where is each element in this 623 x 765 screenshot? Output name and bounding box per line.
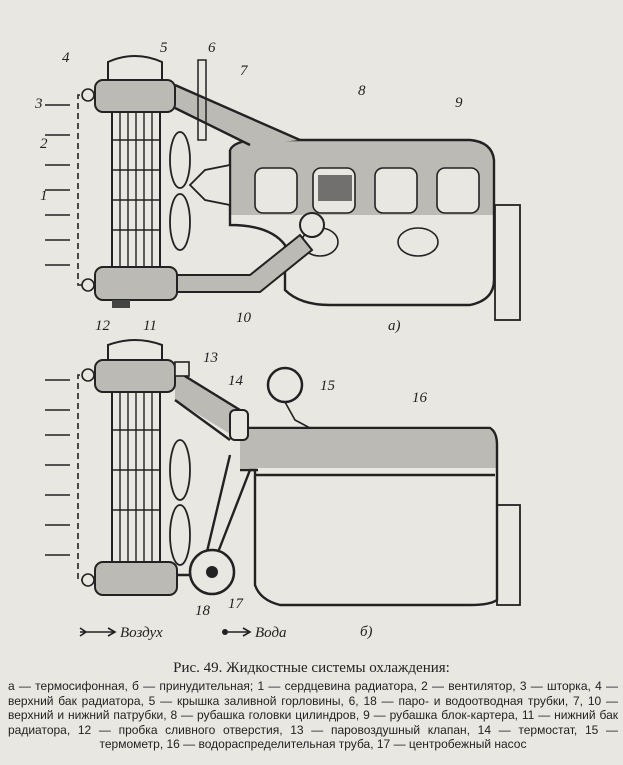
engine-block [228, 150, 496, 307]
steam-air-valve [174, 361, 190, 377]
legend-water: Вода [255, 625, 287, 641]
callout-16: 16 [412, 390, 428, 406]
diagram-b-forced: 13 14 15 16 17 18 б) [45, 339, 521, 640]
callout-8: 8 [358, 83, 366, 99]
callout-9: 9 [455, 95, 463, 111]
callout-7: 7 [240, 63, 249, 79]
cylinder-head-jacket-b [240, 430, 497, 468]
figure-caption: а — термосифонная, б — принудительная; 1… [8, 679, 618, 751]
upper-tank [94, 79, 176, 113]
callout-5: 5 [160, 40, 168, 56]
callout-10: 10 [236, 310, 252, 326]
callout-6: 6 [208, 40, 216, 56]
callout-2: 2 [40, 136, 48, 152]
lower-tank [94, 266, 178, 301]
legend-air: Воздух [120, 625, 163, 641]
panel-b-label: б) [360, 624, 373, 640]
lower-hose [176, 233, 314, 293]
legend: Воздух Вода [79, 625, 287, 641]
air-arrows-b [45, 379, 70, 556]
callout-17: 17 [228, 596, 245, 612]
air-arrows-a [45, 104, 70, 266]
flywheel-housing-b [496, 504, 521, 606]
callout-13: 13 [203, 350, 218, 366]
callout-15: 15 [320, 378, 336, 394]
panel-a-label: а) [388, 318, 401, 334]
overflow-pipe [197, 59, 207, 141]
flywheel-housing [494, 204, 521, 321]
callout-11: 11 [143, 318, 157, 334]
callout-1: 1 [40, 188, 48, 204]
fan [169, 131, 231, 251]
callout-12: 12 [95, 318, 111, 334]
pump-pipe [203, 454, 258, 561]
drain-plug [112, 300, 130, 308]
diagram-a-thermosiphon: 5 4 6 7 8 9 3 2 1 10 11 12 а) [34, 40, 521, 334]
cooling-system-diagram: 5 4 6 7 8 9 3 2 1 10 11 12 а) 13 14 15 1… [34, 40, 521, 641]
callout-14: 14 [228, 373, 244, 389]
shutter [77, 94, 90, 286]
callout-3: 3 [34, 96, 43, 112]
callout-18: 18 [195, 603, 211, 619]
thermostat [229, 409, 249, 441]
fan-b [169, 439, 191, 566]
filler-cap [107, 55, 163, 81]
figure-title: Рис. 49. Жидкостные системы охлаждения: [173, 660, 450, 676]
callout-4: 4 [62, 50, 70, 66]
thermometer [266, 366, 304, 404]
